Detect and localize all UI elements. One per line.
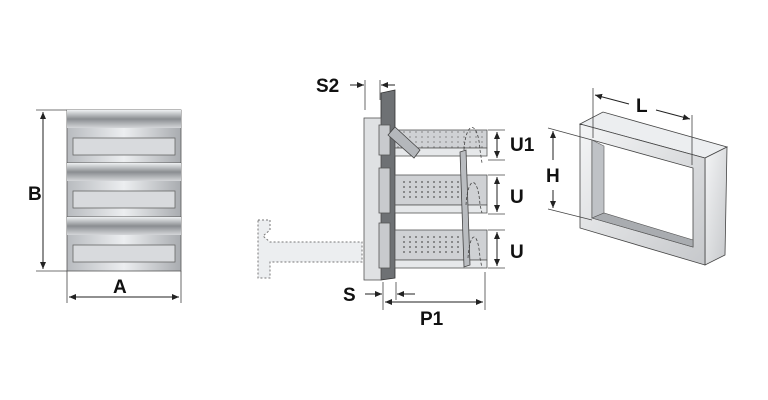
label-a: A (113, 277, 127, 298)
drawer (66, 109, 182, 164)
frame-box: L H (546, 88, 729, 266)
front-bar (459, 149, 471, 268)
label-h: H (546, 166, 560, 187)
bracket-ghost (257, 219, 363, 279)
drawer-stack: B A (28, 109, 182, 303)
label-u-1: U (510, 187, 524, 208)
label-p1: P1 (420, 309, 444, 330)
frame-column (363, 117, 382, 281)
mounting-section: S2 U1 U U S P1 (257, 76, 535, 330)
label-b: B (28, 184, 42, 205)
drawer (66, 216, 182, 272)
drawer (66, 162, 182, 218)
label-s2: S2 (316, 76, 339, 97)
label-u1: U1 (510, 135, 535, 156)
label-s: S (343, 285, 356, 306)
label-u-2: U (510, 242, 524, 263)
label-l: L (636, 96, 648, 117)
